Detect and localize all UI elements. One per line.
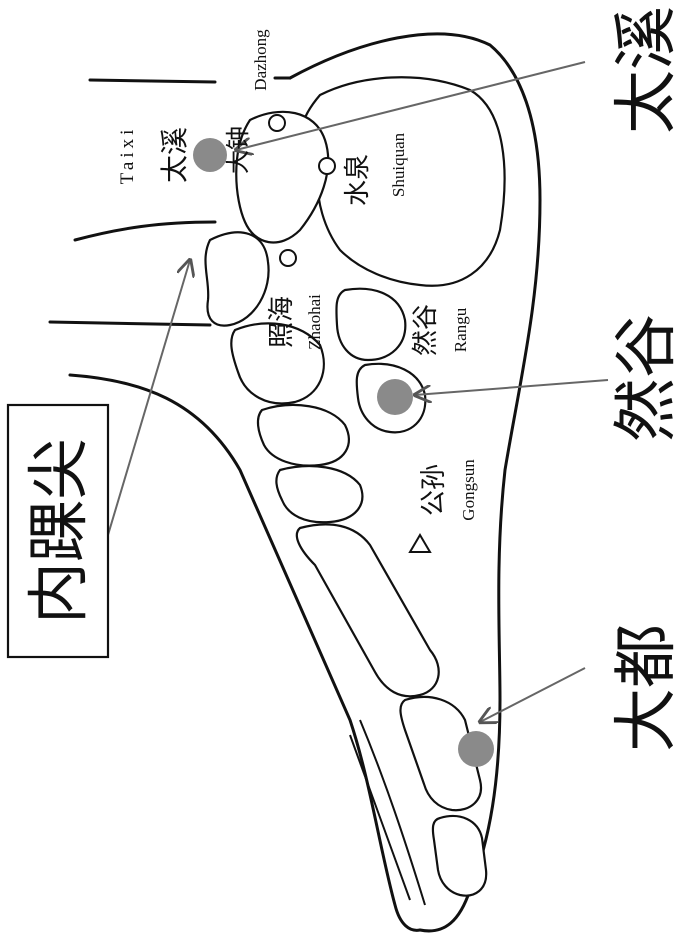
boxed-label-neihuaijian: 内踝尖 <box>8 405 108 657</box>
label-shuiquan-cn: 水泉 <box>343 154 373 206</box>
point-gongsun <box>410 535 430 552</box>
label-rangu-en: Rangu <box>451 307 470 352</box>
point-dadu <box>458 731 494 767</box>
big-label-taixi: 太溪 <box>610 6 684 134</box>
label-taixi-cn: 太溪 <box>158 127 191 183</box>
label-neihuaijian: 内踝尖 <box>22 438 95 624</box>
big-label-rangu: 然谷 <box>610 314 684 442</box>
point-dazhong <box>269 115 285 131</box>
point-zhaohai <box>280 250 296 266</box>
arrow-dadu <box>480 668 585 722</box>
big-labels: 太溪 然谷 大都 <box>610 6 684 752</box>
label-rangu-cn: 然谷 <box>411 304 441 356</box>
point-shuiquan <box>319 158 335 174</box>
label-zhaohai-cn: 照海 <box>267 296 297 348</box>
label-dazhong-cn: 大钟 <box>224 126 252 174</box>
label-taixi-en: Taixi <box>117 126 138 185</box>
point-taixi <box>193 138 227 172</box>
label-gongsun-en: Gongsun <box>459 459 478 521</box>
point-rangu <box>377 379 413 415</box>
arrow-rangu <box>415 380 608 395</box>
label-shuiquan-en: Shuiquan <box>389 132 408 197</box>
label-dazhong-en: Dazhong <box>251 29 270 91</box>
label-zhaohai-en: Zhaohai <box>305 294 324 350</box>
label-gongsun-cn: 公孙 <box>419 464 449 516</box>
big-label-dadu: 大都 <box>610 624 684 752</box>
